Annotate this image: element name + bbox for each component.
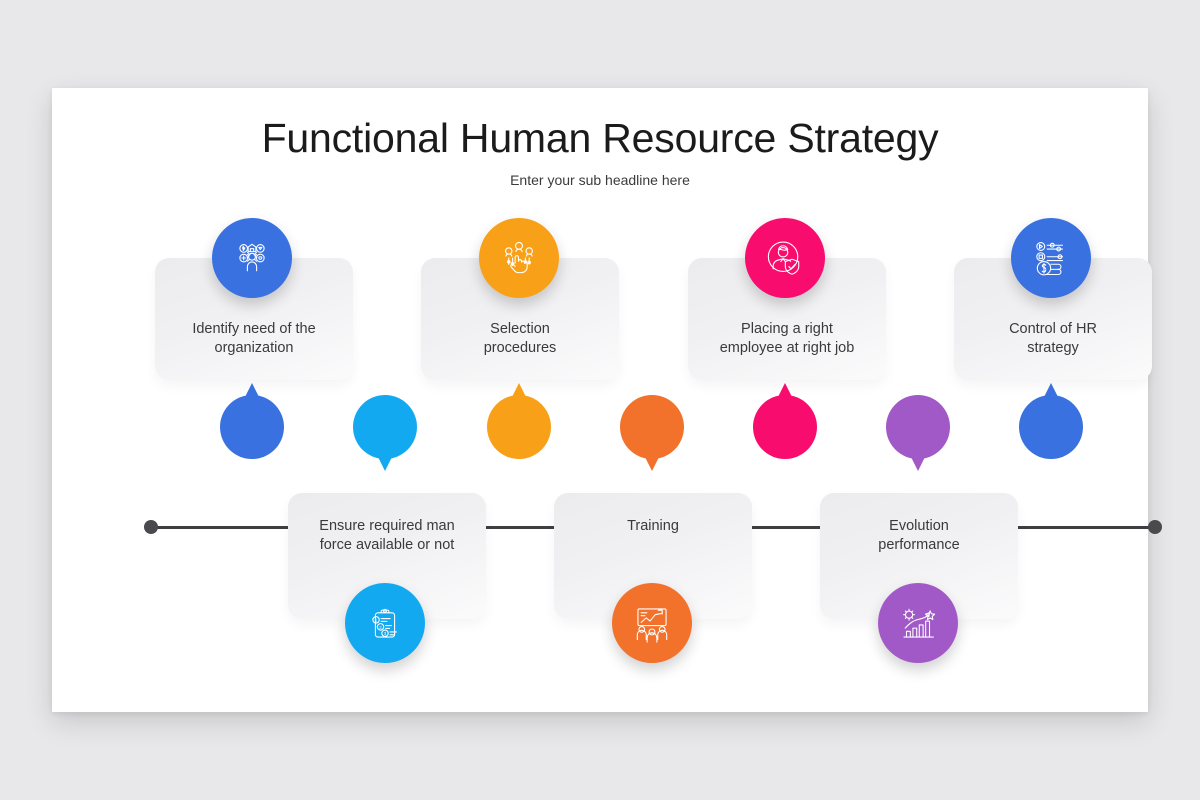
settings-sliders-money-icon xyxy=(1011,218,1091,298)
slide: Functional Human Resource Strategy Enter… xyxy=(52,88,1162,712)
timeline-marker-number: 04 xyxy=(639,415,665,438)
timeline-marker-04[interactable]: 04 xyxy=(620,395,684,471)
timeline-marker-03[interactable]: 03 xyxy=(487,383,551,459)
timeline-marker-01[interactable]: 01 xyxy=(220,383,284,459)
hand-select-people-icon xyxy=(479,218,559,298)
timeline-marker-07[interactable]: 07 xyxy=(1019,383,1083,459)
employee-shield-icon xyxy=(745,218,825,298)
checklist-clipboard-icon xyxy=(345,583,425,663)
timeline-marker-number: 01 xyxy=(239,415,265,438)
presentation-training-icon xyxy=(612,583,692,663)
timeline-marker-number: 06 xyxy=(905,415,931,438)
timeline-end-dot xyxy=(1148,520,1162,534)
timeline-marker-number: 02 xyxy=(372,415,398,438)
timeline-marker-number: 03 xyxy=(506,415,532,438)
timeline-marker-number: 05 xyxy=(772,415,798,438)
timeline-marker-05[interactable]: 05 xyxy=(753,383,817,459)
performance-growth-icon xyxy=(878,583,958,663)
step-card-label: Training xyxy=(627,518,679,534)
page-title: Functional Human Resource Strategy xyxy=(261,115,939,161)
organization-network-icon xyxy=(212,218,292,298)
timeline-marker-02[interactable]: 02 xyxy=(353,395,417,471)
timeline-marker-06[interactable]: 06 xyxy=(886,395,950,471)
page-subtitle: Enter your sub headline here xyxy=(510,172,690,188)
timeline-start-dot xyxy=(144,520,158,534)
timeline-marker-number: 07 xyxy=(1038,415,1064,438)
